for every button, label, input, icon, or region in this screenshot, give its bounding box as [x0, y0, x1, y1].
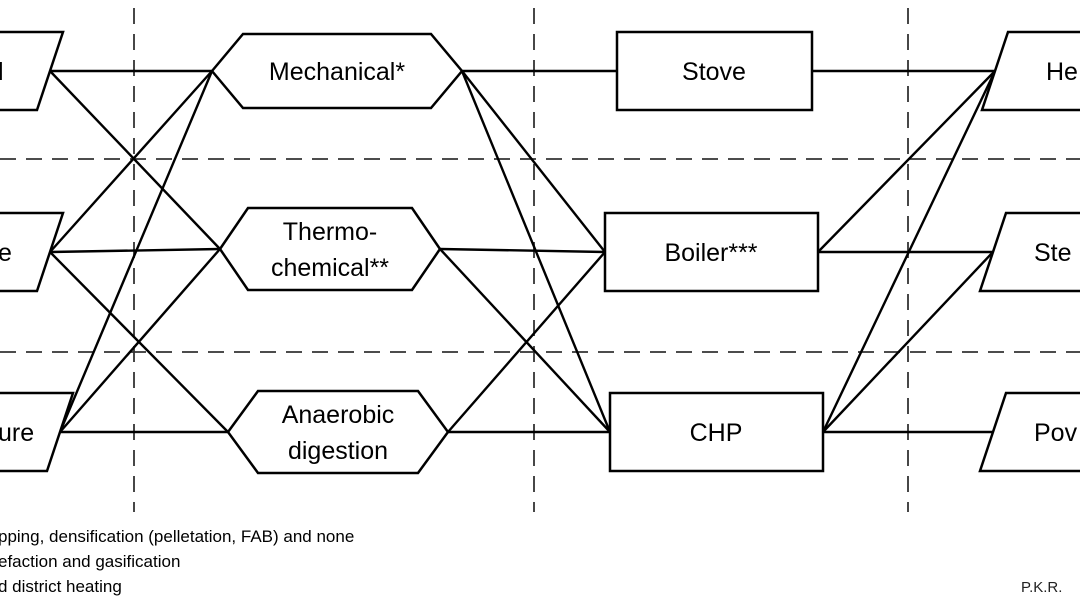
input-node-2-label: e [0, 239, 12, 267]
output-node-power: Pov [978, 391, 1080, 473]
edge-chp-heat [821, 70, 997, 433]
input-node-3-label: ure [0, 419, 34, 447]
column-dividers [133, 8, 909, 512]
footnote-3: d district heating [0, 577, 122, 596]
edge-chp-steam [822, 251, 994, 433]
input-node-1-label: l [0, 58, 4, 86]
edge-input3-mechanical [58, 70, 214, 433]
edge-input1-thermochemical [49, 70, 221, 250]
input-node-1: l [0, 30, 65, 112]
process-anaerobic-label-line2: digestion [288, 437, 388, 465]
footnotes: pping, densification (pelletation, FAB) … [0, 527, 354, 596]
process-node-mechanical: Mechanical* [210, 32, 464, 110]
edge-thermochemical-boiler [439, 247, 606, 254]
conversion-nodes: Stove Boiler*** CHP [603, 30, 825, 473]
edge-input3-thermochemical [59, 248, 221, 433]
output-steam-label: Ste [1034, 239, 1072, 267]
input-node-3: ure [0, 391, 75, 473]
edge-thermochemical-chp [439, 248, 611, 433]
input-node-2: e [0, 211, 65, 293]
process-thermochemical-label-line1: Thermo- [283, 218, 377, 246]
footnote-2: efaction and gasification [0, 552, 180, 571]
edge-input2-thermochemical [49, 247, 221, 254]
author-credit: P.K.R. [1021, 579, 1062, 596]
process-thermochemical-label-line2: chemical** [271, 254, 389, 282]
output-power-label: Pov [1034, 419, 1078, 447]
edge-input2-mechanical [49, 70, 213, 253]
output-nodes: He Ste Pov [978, 30, 1080, 473]
output-node-heat: He [980, 30, 1080, 112]
edge-anaerobic-boiler [447, 251, 606, 433]
conversion-chp-label: CHP [690, 419, 743, 447]
conversion-boiler-label: Boiler*** [664, 239, 757, 267]
process-node-anaerobic: Anaerobic digestion [226, 389, 450, 475]
output-node-steam: Ste [978, 211, 1080, 293]
process-anaerobic-label-line1: Anaerobic [282, 401, 395, 429]
edges-process-to-conversion [439, 69, 617, 434]
edge-mechanical-boiler [461, 70, 606, 253]
edge-boiler-heat [817, 70, 996, 253]
process-node-thermochemical: Thermo- chemical** [218, 206, 442, 292]
conversion-node-boiler: Boiler*** [603, 211, 820, 293]
process-mechanical-label: Mechanical* [269, 58, 405, 86]
conversion-stove-label: Stove [682, 58, 746, 86]
output-heat-label: He [1046, 58, 1078, 86]
conversion-node-stove: Stove [615, 30, 814, 112]
conversion-node-chp: CHP [608, 391, 825, 473]
input-nodes: l e ure [0, 30, 75, 473]
process-nodes: Mechanical* Thermo- chemical** Anaerobic… [210, 32, 464, 475]
edges-conversion-to-output [812, 69, 997, 434]
footnote-1: pping, densification (pelletation, FAB) … [0, 527, 354, 546]
edges-input-to-process [49, 69, 229, 434]
